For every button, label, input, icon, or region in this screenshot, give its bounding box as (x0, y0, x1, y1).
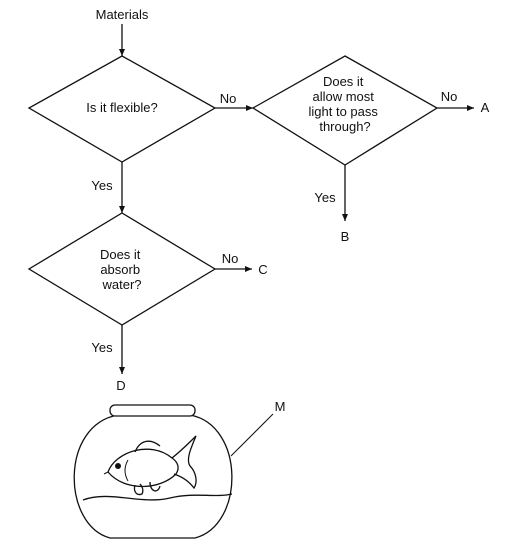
goldfish-tail (171, 435, 197, 490)
goldfish-mouth (103, 471, 109, 475)
outcome-d: D (116, 378, 125, 393)
goldfish-gill (124, 459, 129, 482)
label-m: M (275, 399, 286, 414)
decision1-yes-label: Yes (91, 178, 113, 193)
decision1-text: Is it flexible? (86, 100, 158, 115)
outcome-a: A (481, 100, 490, 115)
fishbowl-illustration: M (73, 399, 286, 539)
goldfish-eye (115, 463, 121, 469)
bowl-rim (109, 404, 196, 417)
outcome-b: B (341, 229, 350, 244)
decision2-text: Does it allow most light to pass through… (309, 74, 382, 134)
goldfish-lower-fin (133, 483, 144, 496)
start-label: Materials (96, 7, 149, 22)
goldfish-dorsal-fin (134, 440, 161, 453)
decision3-yes-label: Yes (91, 340, 113, 355)
decision3-text: Does it absorb water? (100, 247, 144, 292)
decision3-no-label: No (222, 251, 239, 266)
decision2-no-label: No (441, 89, 458, 104)
decision1-no-label: No (220, 91, 237, 106)
outcome-c: C (258, 262, 267, 277)
goldfish-body (107, 448, 179, 488)
decision2-yes-label: Yes (314, 190, 336, 205)
bowl-outline (73, 414, 233, 539)
goldfish-pelvic-fin (149, 481, 161, 492)
water-line (82, 493, 233, 501)
label-m-leader (230, 413, 274, 457)
